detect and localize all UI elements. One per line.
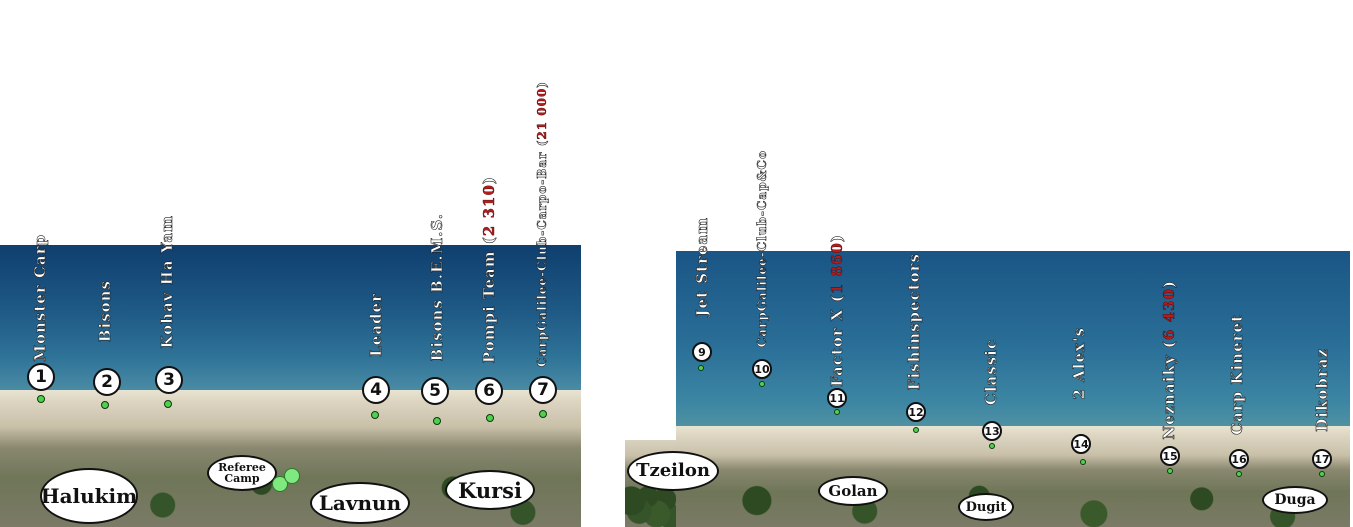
peg-dot-16 — [1236, 471, 1242, 477]
referee-camp-marker — [272, 476, 288, 492]
peg-dot-15 — [1167, 468, 1173, 474]
team-label-15: Neznaiky (6 430) — [1160, 280, 1179, 440]
team-label-9: Jet Stream — [693, 217, 712, 317]
beach-strip-right — [676, 426, 1350, 440]
peg-number-17: 17 — [1312, 449, 1332, 469]
peg-dot-3 — [164, 400, 172, 408]
zone-lavnun: Lavnun — [310, 482, 410, 524]
referee-camp-marker-2 — [284, 468, 300, 484]
team-weight-15: 6 430 — [1160, 288, 1178, 341]
team-label-10: CarpGalilee-Club-Cap&Co — [755, 149, 770, 347]
peg-number-16: 16 — [1229, 449, 1249, 469]
peg-dot-2 — [101, 401, 109, 409]
peg-dot-9 — [698, 365, 704, 371]
zone-halukim: Halukim — [40, 468, 138, 524]
peg-number-13: 13 — [982, 421, 1002, 441]
peg-dot-14 — [1080, 459, 1086, 465]
team-label-4: Leader — [367, 293, 386, 357]
team-label-3: Kohav Ha Yam — [158, 215, 177, 349]
peg-number-1: 1 — [27, 363, 55, 391]
peg-number-14: 14 — [1071, 434, 1091, 454]
peg-number-3: 3 — [155, 366, 183, 394]
zone-referee-camp: Referee Camp — [207, 455, 277, 491]
peg-dot-1 — [37, 395, 45, 403]
zone-dugit: Dugit — [958, 493, 1014, 521]
team-label-11: Factor X (1 860) — [828, 234, 847, 387]
team-label-17: Dikobraz — [1313, 348, 1332, 432]
lake-water-right — [676, 251, 1350, 441]
peg-number-5: 5 — [421, 377, 449, 405]
peg-number-7: 7 — [529, 376, 557, 404]
team-weight-7: 21 000 — [535, 87, 549, 140]
peg-dot-4 — [371, 411, 379, 419]
peg-number-6: 6 — [475, 377, 503, 405]
zone-tzeilon: Tzeilon — [627, 451, 719, 491]
shore-land-right — [676, 439, 1350, 527]
peg-number-11: 11 — [827, 388, 847, 408]
team-label-12: Fishinspectors — [905, 252, 924, 390]
peg-number-4: 4 — [362, 376, 390, 404]
team-label-14: 2 Alex's — [1070, 327, 1089, 400]
team-label-6: Pompi Team (2 310) — [480, 175, 499, 364]
team-weight-6: 2 310 — [480, 183, 498, 236]
peg-dot-12 — [913, 427, 919, 433]
zone-kursi: Kursi — [445, 470, 535, 510]
peg-dot-5 — [433, 417, 441, 425]
team-label-16: Carp Kineret — [1228, 314, 1247, 435]
peg-number-10: 10 — [752, 359, 772, 379]
peg-number-15: 15 — [1160, 446, 1180, 466]
team-label-13: Classic — [982, 338, 1001, 406]
zone-duga: Duga — [1262, 486, 1328, 514]
right-map — [676, 251, 1350, 527]
peg-number-9: 9 — [692, 342, 712, 362]
peg-dot-13 — [989, 443, 995, 449]
peg-dot-11 — [834, 409, 840, 415]
peg-dot-10 — [759, 381, 765, 387]
zone-golan: Golan — [818, 476, 888, 506]
team-label-5: Bisons B.E.M.S. — [428, 212, 447, 361]
peg-dot-6 — [486, 414, 494, 422]
lake-water-left — [0, 245, 581, 395]
team-label-2: Bisons — [96, 279, 115, 343]
team-label-7: CarpGalilee-Club-Carpo-Bar (21 000) — [535, 81, 550, 368]
peg-number-2: 2 — [93, 368, 121, 396]
team-label-1: Monster Carp — [31, 234, 50, 362]
peg-dot-17 — [1319, 471, 1325, 477]
peg-number-12: 12 — [906, 402, 926, 422]
peg-dot-7 — [539, 410, 547, 418]
team-weight-11: 1 860 — [828, 242, 846, 295]
